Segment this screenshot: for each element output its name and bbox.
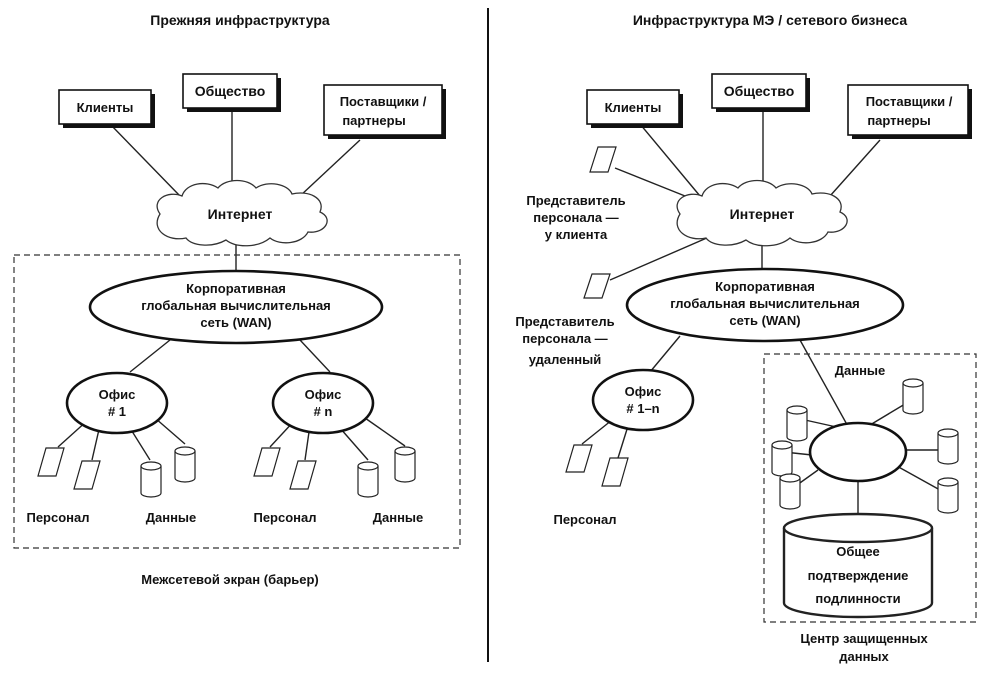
staff-doc-icon: [253, 447, 281, 477]
right-title: Инфраструктура МЭ / сетевого бизнеса: [633, 12, 908, 28]
rep-client-label: Представитель: [526, 193, 625, 208]
svg-text:Офис: Офис: [625, 384, 662, 399]
rep-remote-label-line3: удаленный: [529, 352, 602, 367]
svg-text:партнеры: партнеры: [342, 113, 405, 128]
staff-doc-icon: [601, 457, 629, 487]
spoke-line: [894, 464, 941, 491]
svg-text:Поставщики /: Поставщики /: [866, 94, 953, 109]
firewall-label: Межсетевой экран (барьер): [141, 572, 319, 587]
rep-client-label-line2: персонала —: [533, 210, 618, 225]
line-office1-cyl1: [129, 427, 151, 461]
svg-text:# 1–n: # 1–n: [626, 401, 659, 416]
suppliers-box: Поставщики / партнеры: [323, 84, 446, 139]
office-ellipse: Офис # 1–n: [591, 368, 695, 432]
svg-text:Общее: Общее: [836, 544, 880, 559]
line-office-doc2: [617, 425, 629, 459]
svg-text:Корпоративная: Корпоративная: [715, 279, 815, 294]
rep-client-doc-icon: [589, 146, 617, 173]
svg-text:Клиенты: Клиенты: [77, 100, 134, 115]
line-suppliers-internet: [299, 139, 361, 197]
svg-text:сеть (WAN): сеть (WAN): [729, 313, 800, 328]
suppliers-box: Поставщики / партнеры: [847, 84, 972, 139]
secure-center-label: Центр защищенных: [800, 631, 928, 646]
svg-text:Общество: Общество: [724, 83, 795, 99]
line-office1-cyl2: [154, 417, 186, 445]
rep-remote-label: Представитель: [515, 314, 614, 329]
svg-text:Поставщики /: Поставщики /: [340, 94, 427, 109]
line-wan-center: [799, 339, 851, 431]
svg-text:Клиенты: Клиенты: [605, 100, 662, 115]
svg-text:Корпоративная: Корпоративная: [186, 281, 286, 296]
data-hub-ellipse: [808, 421, 908, 483]
rep-remote-label-line2: персонала —: [522, 331, 607, 346]
line-wan-office: [649, 335, 681, 373]
data-cylinder-icon: [786, 405, 808, 442]
line-clients-internet: [639, 123, 701, 197]
left-title: Прежняя инфраструктура: [150, 12, 330, 28]
line-rep-remote-internet: [609, 233, 717, 281]
data-cylinder-icon: [140, 461, 162, 498]
internet-cloud: Интернет: [156, 179, 328, 247]
staff-label: Персонал: [553, 512, 616, 527]
data-cylinder-icon: [394, 446, 416, 483]
svg-text:подлинности: подлинности: [815, 591, 900, 606]
svg-text:# n: # n: [314, 404, 333, 419]
data-cylinder-icon: [937, 477, 959, 514]
svg-text:Общество: Общество: [195, 83, 266, 99]
right-panel: Инфраструктура МЭ / сетевого бизнеса Кли…: [515, 12, 977, 664]
svg-text:подтверждение: подтверждение: [808, 568, 909, 583]
svg-text:глобальная вычислительная: глобальная вычислительная: [670, 296, 860, 311]
svg-text:Интернет: Интернет: [730, 206, 795, 222]
data-cylinder-icon: [357, 461, 379, 498]
society-box: Общество: [711, 73, 810, 112]
data-label: Данные: [373, 510, 424, 525]
officeN-ellipse: Офис # n: [271, 371, 375, 435]
svg-text:Интернет: Интернет: [208, 206, 273, 222]
line-officeN-cyl1: [339, 427, 369, 461]
line-clients-internet: [109, 123, 181, 197]
data-cylinder-icon: [937, 428, 959, 465]
wan-ellipse: Корпоративная глобальная вычислительная …: [88, 269, 384, 345]
staff-label: Персонал: [253, 510, 316, 525]
svg-text:Офис: Офис: [99, 387, 136, 402]
svg-text:Офис: Офис: [305, 387, 342, 402]
rep-remote-doc-icon: [583, 273, 611, 299]
staff-doc-icon: [289, 460, 317, 490]
svg-text:глобальная вычислительная: глобальная вычислительная: [141, 298, 331, 313]
secure-center-label-line2: данных: [839, 649, 889, 664]
svg-text:сеть (WAN): сеть (WAN): [200, 315, 271, 330]
secure-center-region: [763, 353, 977, 623]
data-label: Данные: [146, 510, 197, 525]
line-wan-officeN: [299, 339, 331, 373]
office1-ellipse: Офис # 1: [65, 371, 169, 435]
data-cylinder-icon: [779, 473, 801, 510]
staff-label: Персонал: [26, 510, 89, 525]
society-box: Общество: [182, 73, 281, 112]
data-cylinder-icon: [174, 446, 196, 483]
line-office-doc1: [581, 419, 613, 445]
svg-text:# 1: # 1: [108, 404, 126, 419]
staff-doc-icon: [37, 447, 65, 477]
firewall-region: [13, 254, 461, 549]
staff-doc-icon: [565, 444, 593, 473]
internet-cloud: Интернет: [676, 179, 848, 247]
clients-box: Клиенты: [58, 89, 155, 128]
clients-box: Клиенты: [586, 89, 683, 128]
wan-ellipse: Корпоративная глобальная вычислительная …: [625, 267, 905, 343]
line-suppliers-internet: [829, 139, 881, 197]
svg-text:партнеры: партнеры: [867, 113, 930, 128]
data-label: Данные: [835, 363, 886, 378]
staff-doc-icon: [73, 460, 101, 490]
line-wan-office1: [129, 339, 171, 373]
data-cylinder-icon: [771, 440, 793, 477]
data-cylinder-icon: [902, 378, 924, 415]
line-officeN-cyl2: [364, 417, 406, 447]
rep-client-label-line3: у клиента: [545, 227, 608, 242]
left-panel: Прежняя инфраструктура Клиенты Общество: [13, 12, 461, 587]
auth-cylinder: Общее подтверждение подлинности: [782, 512, 934, 619]
